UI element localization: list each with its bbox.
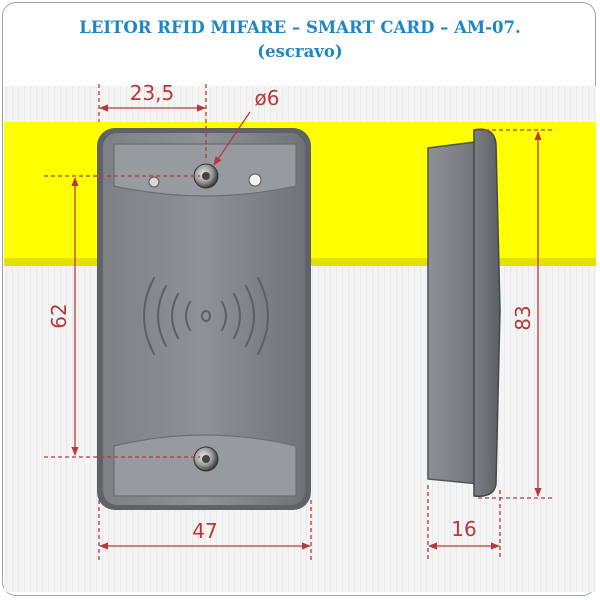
dim-height-total: 83 bbox=[511, 305, 535, 330]
dim-height-holes: 62 bbox=[47, 303, 71, 328]
title-line-1: LEITOR RFID MIFARE – SMART CARD – AM-07. bbox=[79, 18, 521, 37]
reader-front-view bbox=[97, 128, 311, 510]
dim-width-top: 23,5 bbox=[130, 81, 175, 105]
led-right bbox=[248, 173, 262, 187]
led-left bbox=[148, 176, 160, 188]
title-line-2: (escravo) bbox=[257, 42, 343, 61]
dim-hole-diameter: ø6 bbox=[255, 86, 280, 110]
dim-width-total: 47 bbox=[192, 519, 217, 543]
slide-title: LEITOR RFID MIFARE – SMART CARD – AM-07.… bbox=[0, 16, 600, 64]
dim-depth: 16 bbox=[451, 517, 476, 541]
reader-side-view bbox=[427, 128, 501, 497]
rfid-waves-icon bbox=[143, 277, 269, 355]
dimension-lines bbox=[44, 84, 555, 560]
